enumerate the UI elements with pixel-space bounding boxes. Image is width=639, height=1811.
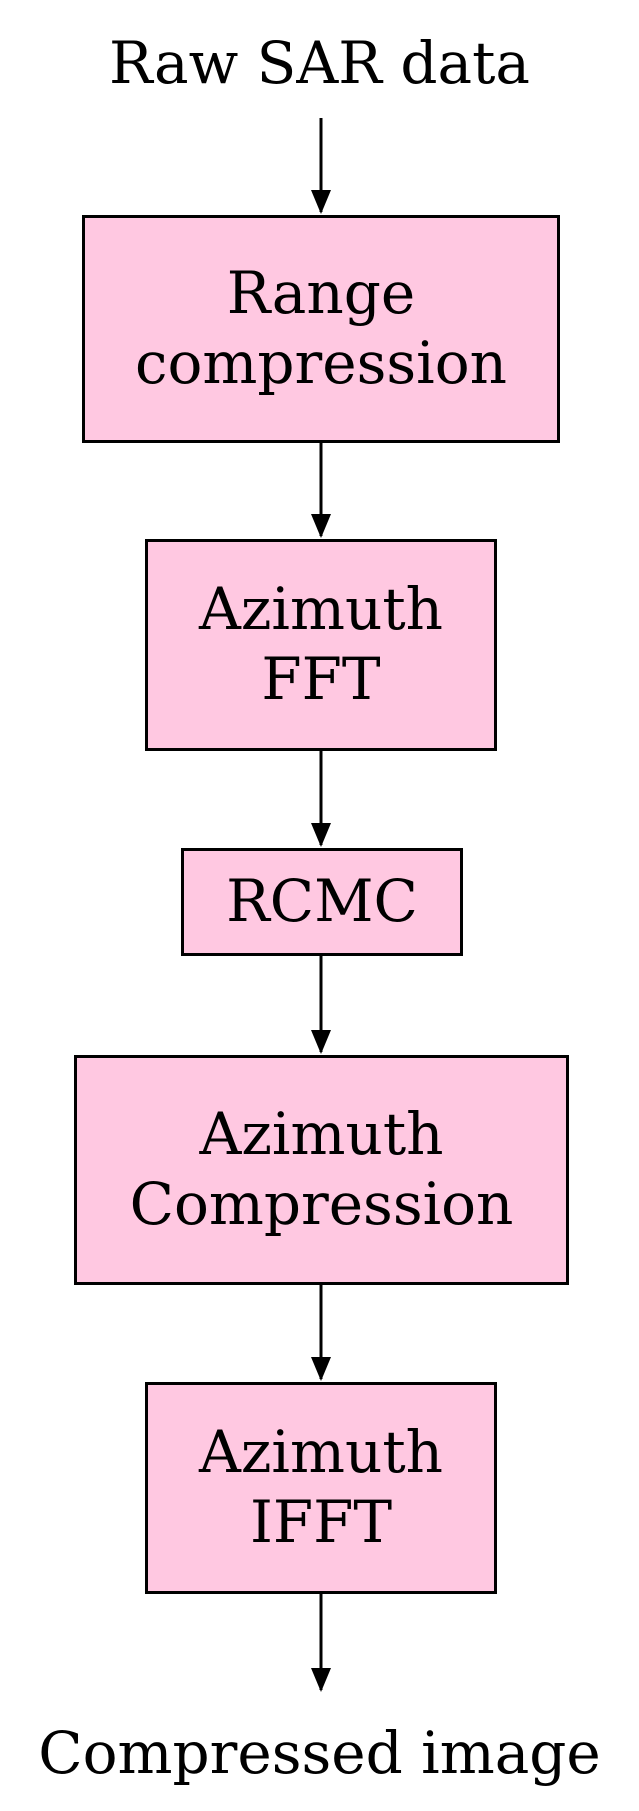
block-line: RCMC	[226, 867, 418, 936]
input-label: Raw SAR data	[109, 29, 530, 97]
block-line: Azimuth	[199, 1100, 444, 1169]
block-line: Azimuth	[198, 575, 443, 644]
arrowhead-2	[311, 514, 331, 538]
block-line: IFFT	[249, 1488, 393, 1556]
arrowhead-6	[311, 1668, 331, 1692]
azimuth-ifft-block: Azimuth IFFT	[145, 1382, 497, 1594]
arrowhead-5	[311, 1357, 331, 1381]
block-line: Azimuth	[198, 1418, 443, 1487]
block-line: Range	[226, 259, 416, 328]
range-compression-block: Range compression	[82, 215, 560, 443]
azimuth-compression-block: Azimuth Compression	[74, 1055, 569, 1285]
arrowhead-4	[311, 1030, 331, 1054]
block-line: compression	[135, 329, 507, 397]
block-line: FFT	[261, 645, 381, 713]
arrowhead-3	[311, 823, 331, 847]
block-line: Compression	[129, 1170, 514, 1238]
arrowhead-1	[311, 190, 331, 214]
rcmc-block: RCMC	[181, 848, 463, 956]
azimuth-fft-block: Azimuth FFT	[145, 539, 497, 751]
output-label: Compressed image	[38, 1719, 601, 1787]
